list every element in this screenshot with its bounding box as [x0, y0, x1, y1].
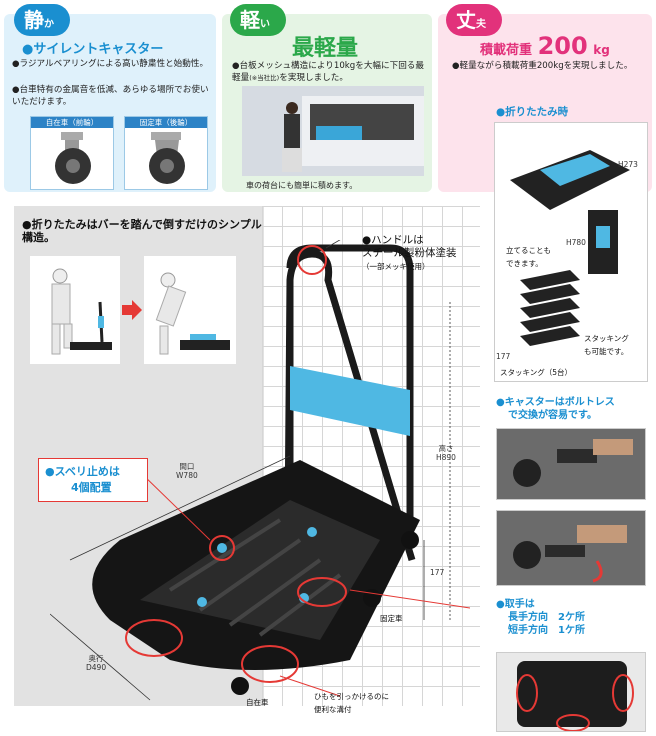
feature-bullet: ●軽量ながら積載荷重200kgを実現しました。	[452, 61, 633, 71]
fixed-wheel-label: 固定車	[380, 614, 403, 623]
antislip-callout: ●スベリ止めは 4個配置	[38, 458, 148, 502]
car-caption: 車の荷台にも簡単に積めます。	[246, 181, 358, 190]
caster-label: 自在車（前輪）	[31, 117, 113, 128]
feature-title-light: 最軽量	[292, 36, 359, 61]
fold-photo-after	[144, 256, 236, 364]
feature-bullet: ●台車特有の金属音を低減、あらゆる場所でお使いいただけます。	[12, 85, 209, 107]
feature-bullet: ●台板メッシュ構造により10kgを大幅に下回る最軽量(※当社比)を実現しました。	[232, 61, 424, 83]
caster-icon	[149, 132, 185, 184]
bolt-callout: ●キャスターはボルトレスで交換が容易です。	[496, 397, 615, 421]
grip-callout: ●取手は 長手方向 2ケ所 短手方向 1ケ所	[496, 599, 585, 636]
badge-strong: 丈夫	[446, 4, 502, 36]
folded-title: ●折りたたみ時	[496, 106, 569, 118]
deck-height-dimension: 177	[430, 568, 445, 577]
caster-change-photo-2	[496, 510, 646, 586]
feature-title-silent: ●サイレントキャスター	[22, 42, 164, 57]
load-capacity: 積載荷重 200 kg	[480, 32, 610, 60]
stack-note: スタッキングも可能です。	[584, 334, 629, 356]
badge-light: 軽い	[230, 4, 286, 36]
caster-label: 固定車（後輪）	[125, 117, 207, 128]
fold-photo-before	[30, 256, 120, 364]
feature-bullet: ●ラジアルベアリングによる高い静粛性と始動性。	[12, 59, 209, 69]
stand-height: H780	[566, 238, 586, 247]
swivel-wheel-label: 自在車	[246, 698, 269, 707]
car-loading-photo	[242, 86, 424, 176]
caster-swivel-photo: 自在車（前輪）	[30, 116, 114, 190]
handle-callout: ●ハンドルは スチール製粉体塗装 （一部メッキ使用）	[362, 234, 457, 271]
caster-change-photo-1	[496, 428, 646, 500]
arrow-right-icon	[122, 300, 142, 320]
badge-quiet: 静か	[14, 4, 70, 36]
stand-note: 立てることもできます。	[506, 246, 551, 268]
caster-fixed-photo: 固定車（後輪）	[124, 116, 208, 190]
fold-heading: ●折りたたみはバーを踏んで倒すだけのシンプル構造。	[22, 218, 262, 244]
caster-icon	[55, 132, 91, 184]
grip-photo	[496, 652, 646, 732]
hand-truck-illustration	[50, 240, 470, 701]
folded-cart-illustration	[510, 150, 630, 346]
stack-label: スタッキング（5台）	[500, 368, 573, 377]
folded-height: H273	[618, 160, 638, 169]
hook-groove-label: ひもを引っかけるのに便利な溝付	[314, 692, 389, 714]
stack-height: 177	[496, 352, 511, 361]
